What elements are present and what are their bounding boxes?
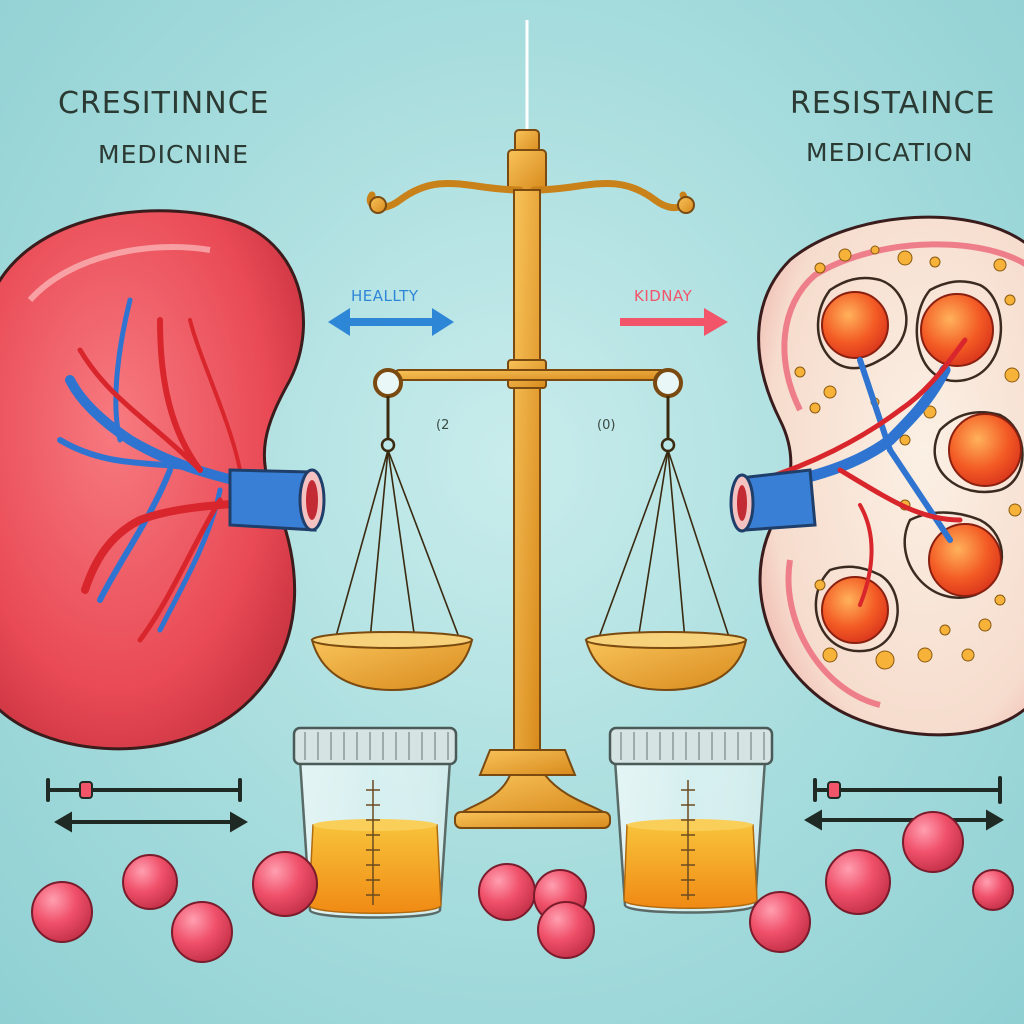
left-pan-mark: (2: [436, 418, 450, 433]
stone-kidney-icon: [729, 215, 1024, 737]
left-subtitle: MEDICNINE: [98, 140, 250, 169]
left-title: CRESITINNCE: [58, 86, 270, 121]
left-range-bars: [46, 778, 248, 833]
right-pan-mark: (0): [597, 418, 616, 433]
right-range-marker: [827, 781, 841, 799]
pill: [478, 863, 536, 921]
pill: [122, 854, 178, 910]
kidney-tag: KIDNAY: [634, 287, 693, 305]
pill: [749, 891, 811, 953]
kidney-arrow-icon: [620, 308, 728, 336]
healthy-double-arrow-icon: [328, 308, 454, 336]
pill: [171, 901, 233, 963]
right-urine-sample-jar-icon: [608, 726, 774, 914]
healthy-tag: HEALLTY: [351, 287, 419, 305]
pills: [31, 811, 1014, 963]
right-subtitle: MEDICATION: [806, 138, 974, 167]
pill: [902, 811, 964, 873]
left-range-marker: [79, 781, 93, 799]
pill: [252, 851, 318, 917]
pill: [972, 869, 1014, 911]
left-urine-sample-jar-icon: [292, 726, 458, 919]
right-range-bars: [804, 776, 1004, 831]
pill: [537, 901, 595, 959]
pill: [825, 849, 891, 915]
right-title: RESISTAINCE: [790, 86, 996, 121]
pill: [31, 881, 93, 943]
healthy-kidney-icon: [0, 209, 326, 751]
balance-scale-icon: [310, 129, 748, 829]
